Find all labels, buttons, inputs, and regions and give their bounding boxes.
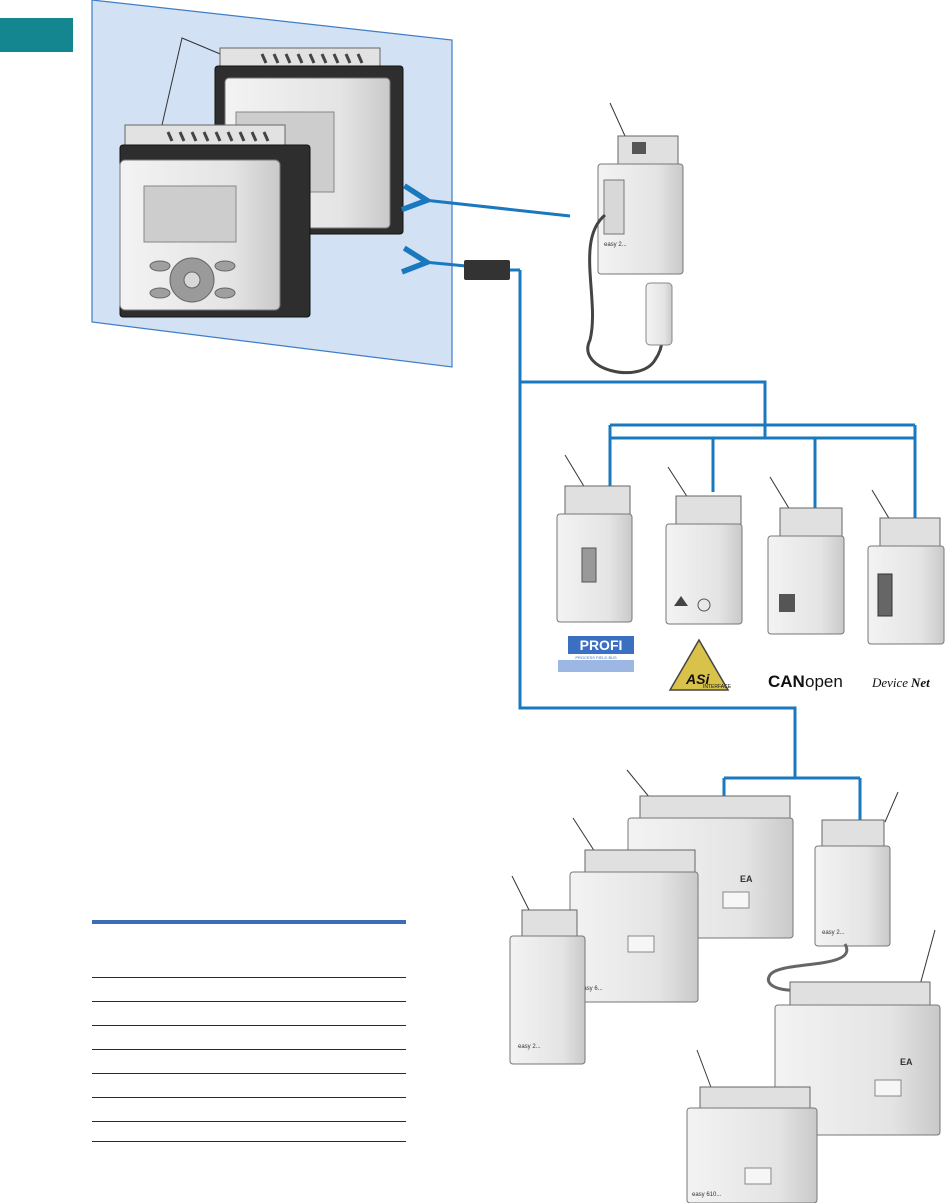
svg-text:easy 2...: easy 2...	[822, 930, 845, 936]
table-row-rule	[92, 1025, 406, 1026]
table-row-rule	[92, 1097, 406, 1098]
table-row-rule	[92, 1001, 406, 1002]
section-tab	[0, 18, 73, 52]
table-row-rule	[92, 977, 406, 978]
asi-logo: ASi INTERFACE	[668, 638, 732, 691]
svg-text:PROFI: PROFI	[580, 637, 623, 653]
base-unit-front: easy 610...	[686, 1049, 818, 1203]
base-unit-medium: easy 6...	[569, 817, 699, 1003]
bus-connector-plug	[464, 260, 510, 280]
profibus-logo: PROFI PROCESS FIELD BUS	[558, 636, 634, 672]
svg-text:easy 6...: easy 6...	[580, 986, 603, 992]
canopen-logo: CAN open	[768, 672, 843, 691]
coupling-module: easy 2...	[814, 791, 899, 947]
programming-cable	[586, 213, 664, 375]
base-unit-large-right: EA	[774, 929, 941, 1136]
comm-module-profibus	[556, 454, 633, 623]
devicenet-logo: Device Net	[871, 675, 930, 690]
svg-text:easy 610...: easy 610...	[692, 1192, 722, 1198]
link-arrow-lower	[424, 262, 467, 266]
svg-text:PROCESS FIELD BUS: PROCESS FIELD BUS	[575, 655, 617, 660]
expansion-module-small: easy 2...	[509, 875, 586, 1065]
comm-module-canopen	[767, 476, 845, 635]
svg-text:EA: EA	[900, 1057, 913, 1067]
display-unit-front	[119, 124, 311, 318]
power-adapter	[645, 282, 673, 346]
svg-text:Device: Device	[871, 675, 908, 690]
network-bus-lines	[518, 270, 917, 822]
interface-module-top: easy 2...	[597, 102, 684, 275]
svg-text:CAN: CAN	[768, 672, 805, 691]
display-label-leader	[161, 37, 226, 126]
svg-text:INTERFACE: INTERFACE	[703, 684, 732, 690]
table-row-rule	[92, 1073, 406, 1074]
svg-text:Net: Net	[910, 675, 930, 690]
comm-module-asi	[665, 466, 743, 625]
svg-text:open: open	[805, 672, 843, 691]
link-arrow-upper	[424, 200, 571, 218]
svg-text:easy 2...: easy 2...	[518, 1044, 541, 1050]
module-label-text: easy 2...	[604, 242, 627, 248]
comm-module-devicenet	[867, 489, 945, 645]
table-header-rule	[92, 920, 406, 924]
svg-text:EA: EA	[740, 874, 753, 884]
table-row-rule	[92, 1141, 406, 1142]
table-row-rule	[92, 1049, 406, 1050]
svg-text:ASi: ASi	[685, 671, 710, 687]
legend-table	[92, 920, 406, 1142]
keypad	[149, 257, 236, 303]
table-row-rule	[92, 1121, 406, 1122]
